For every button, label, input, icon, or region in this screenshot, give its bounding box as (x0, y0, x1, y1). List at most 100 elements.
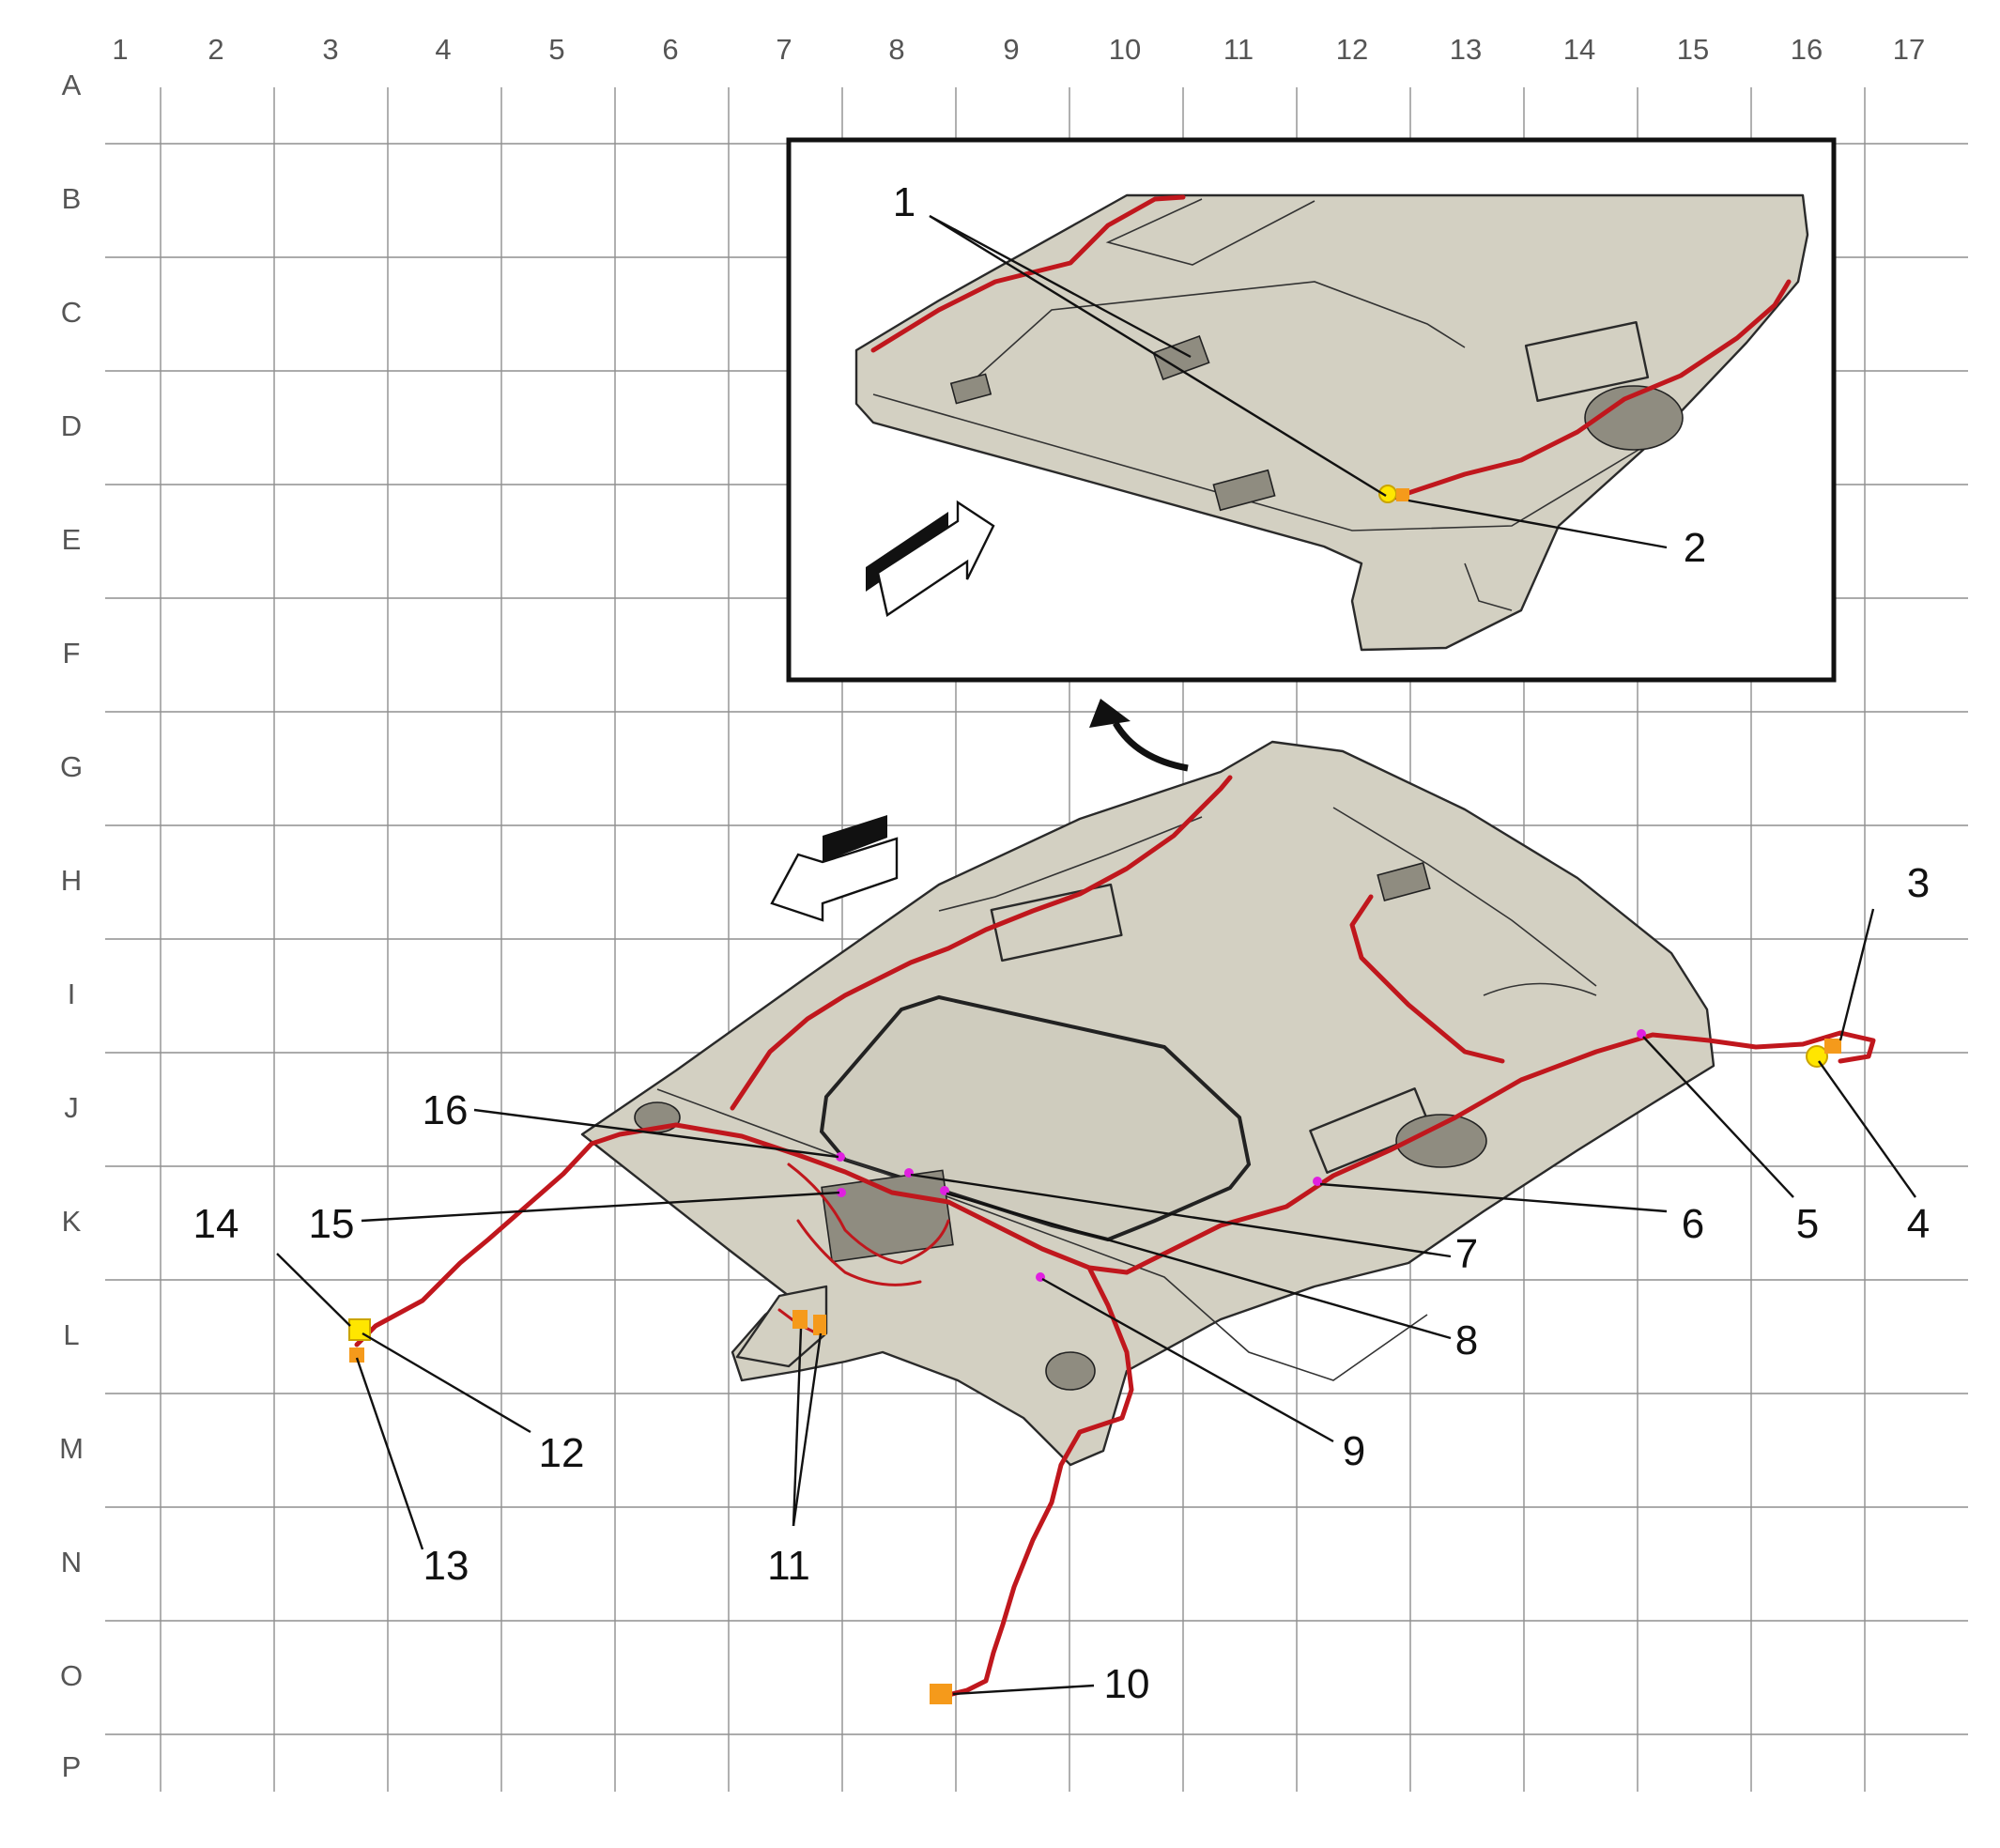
panel-front-edge (656, 1088, 1428, 1381)
callout-16: 16 (423, 1087, 469, 1133)
grid-row-label: F (63, 637, 81, 670)
callout-13: 13 (423, 1543, 469, 1589)
grid-column-label: 9 (1003, 33, 1019, 66)
splice-7 (904, 1168, 914, 1178)
visor-pad (990, 883, 1123, 962)
leader-11-b (792, 1332, 823, 1527)
inset-speaker (1584, 385, 1684, 451)
callout-4: 4 (1907, 1201, 1930, 1247)
callout-12: 12 (539, 1430, 585, 1476)
inset-rear-lamp (1212, 469, 1276, 512)
grid-column-label: 7 (776, 33, 792, 66)
grid-column-label: 4 (435, 33, 451, 66)
grid-row-label: G (60, 750, 83, 783)
grid-row-label: O (60, 1659, 83, 1692)
callout-8: 8 (1455, 1317, 1478, 1363)
leader-9 (1041, 1277, 1334, 1443)
leader-5 (1642, 1036, 1794, 1198)
inset-headliner-panel (854, 193, 1809, 652)
connector-11a-orange (792, 1310, 808, 1329)
grid-row-label: M (59, 1432, 84, 1465)
connector-3-orange (1824, 1039, 1841, 1054)
harness-branch-right (1349, 894, 1505, 1064)
splice-16 (836, 1152, 845, 1162)
inset-panel-contour (976, 281, 1466, 378)
inset-wire-left (870, 194, 1186, 353)
leader-12 (362, 1332, 531, 1434)
splice-15 (837, 1188, 846, 1197)
grid-column-label: 1 (112, 33, 128, 66)
leader-3 (1838, 908, 1875, 1041)
callout-5: 5 (1796, 1201, 1819, 1247)
leader-1-a (929, 214, 1387, 498)
panel-crease-left (938, 816, 1203, 912)
callout-15: 15 (309, 1201, 355, 1247)
front-speaker-right (1045, 1351, 1096, 1391)
grid-column-label: 17 (1893, 33, 1925, 66)
grid-column-label: 8 (888, 33, 904, 66)
grid-column-label: 6 (662, 33, 678, 66)
grid-column-label: 10 (1109, 33, 1141, 66)
grid-row-label: D (61, 409, 82, 442)
grid-column-label: 14 (1563, 33, 1595, 66)
grid-column-label: 2 (208, 33, 223, 66)
inset-console-outline (1105, 198, 1315, 266)
leader-10 (952, 1684, 1095, 1696)
callout-2: 2 (1684, 525, 1706, 571)
leader-2 (1408, 499, 1668, 549)
grid-column-label: 3 (322, 33, 338, 66)
inset-forward-arrow-icon (866, 500, 995, 617)
grid-row-label: I (68, 978, 76, 1010)
grid-row-label: N (61, 1546, 82, 1578)
panel-rear-bow (1483, 982, 1597, 996)
grid-row-label: B (62, 182, 82, 215)
connector-10-orange (930, 1684, 952, 1704)
callout-labels: 1 2 3 4 5 6 7 8 9 10 11 12 13 14 15 16 (193, 179, 1931, 1707)
grid-row-label: A (62, 69, 82, 101)
panel-crease-right (1332, 807, 1597, 987)
inset-connector-orange (1396, 488, 1409, 501)
grid-column-label: 13 (1450, 33, 1482, 66)
callout-3: 3 (1907, 860, 1930, 906)
leader-lines (276, 908, 1916, 1696)
overhead-console (821, 1169, 954, 1263)
grid-row-label: J (64, 1091, 79, 1124)
callout-1: 1 (893, 179, 915, 225)
grid-row-label: C (61, 296, 82, 329)
inset-wire-right (1392, 279, 1792, 500)
callout-6: 6 (1682, 1201, 1704, 1247)
grid-column-label: 12 (1336, 33, 1368, 66)
inset-dome-lamp (1152, 334, 1210, 381)
callout-7: 7 (1455, 1231, 1478, 1277)
grid-row-label: P (62, 1750, 82, 1783)
leader-11-a (792, 1328, 803, 1527)
rear-speaker (1395, 1114, 1487, 1168)
leader-15 (361, 1191, 840, 1223)
connector-13-orange (349, 1348, 364, 1363)
inset-pad (1524, 320, 1650, 403)
leader-1-b (929, 214, 1192, 359)
leader-7 (910, 1173, 1452, 1258)
inset-panel-lip (1464, 562, 1513, 611)
grid-row-label: H (61, 864, 82, 897)
main-headliner-view (348, 740, 1876, 1704)
leader-13 (355, 1357, 424, 1550)
leader-14 (276, 1253, 351, 1327)
forward-direction-arrow-icon (770, 815, 899, 922)
callout-14: 14 (193, 1201, 239, 1247)
inset-detail-view (786, 137, 1837, 683)
inset-clip (949, 373, 992, 405)
splice-5 (1637, 1029, 1646, 1039)
grid-column-label: 5 (548, 33, 564, 66)
grid-column-label: 16 (1791, 33, 1823, 66)
leader-16 (473, 1108, 839, 1159)
inset-panel-edge (872, 393, 1654, 531)
callout-11: 11 (767, 1543, 810, 1589)
grid-row-label: K (62, 1205, 82, 1238)
leader-6 (1319, 1182, 1668, 1213)
grid-column-label: 11 (1223, 33, 1254, 66)
grid-column-label: 15 (1677, 33, 1709, 66)
console-loop-b (796, 1219, 922, 1286)
detail-transfer-arrow-icon (1089, 699, 1189, 772)
